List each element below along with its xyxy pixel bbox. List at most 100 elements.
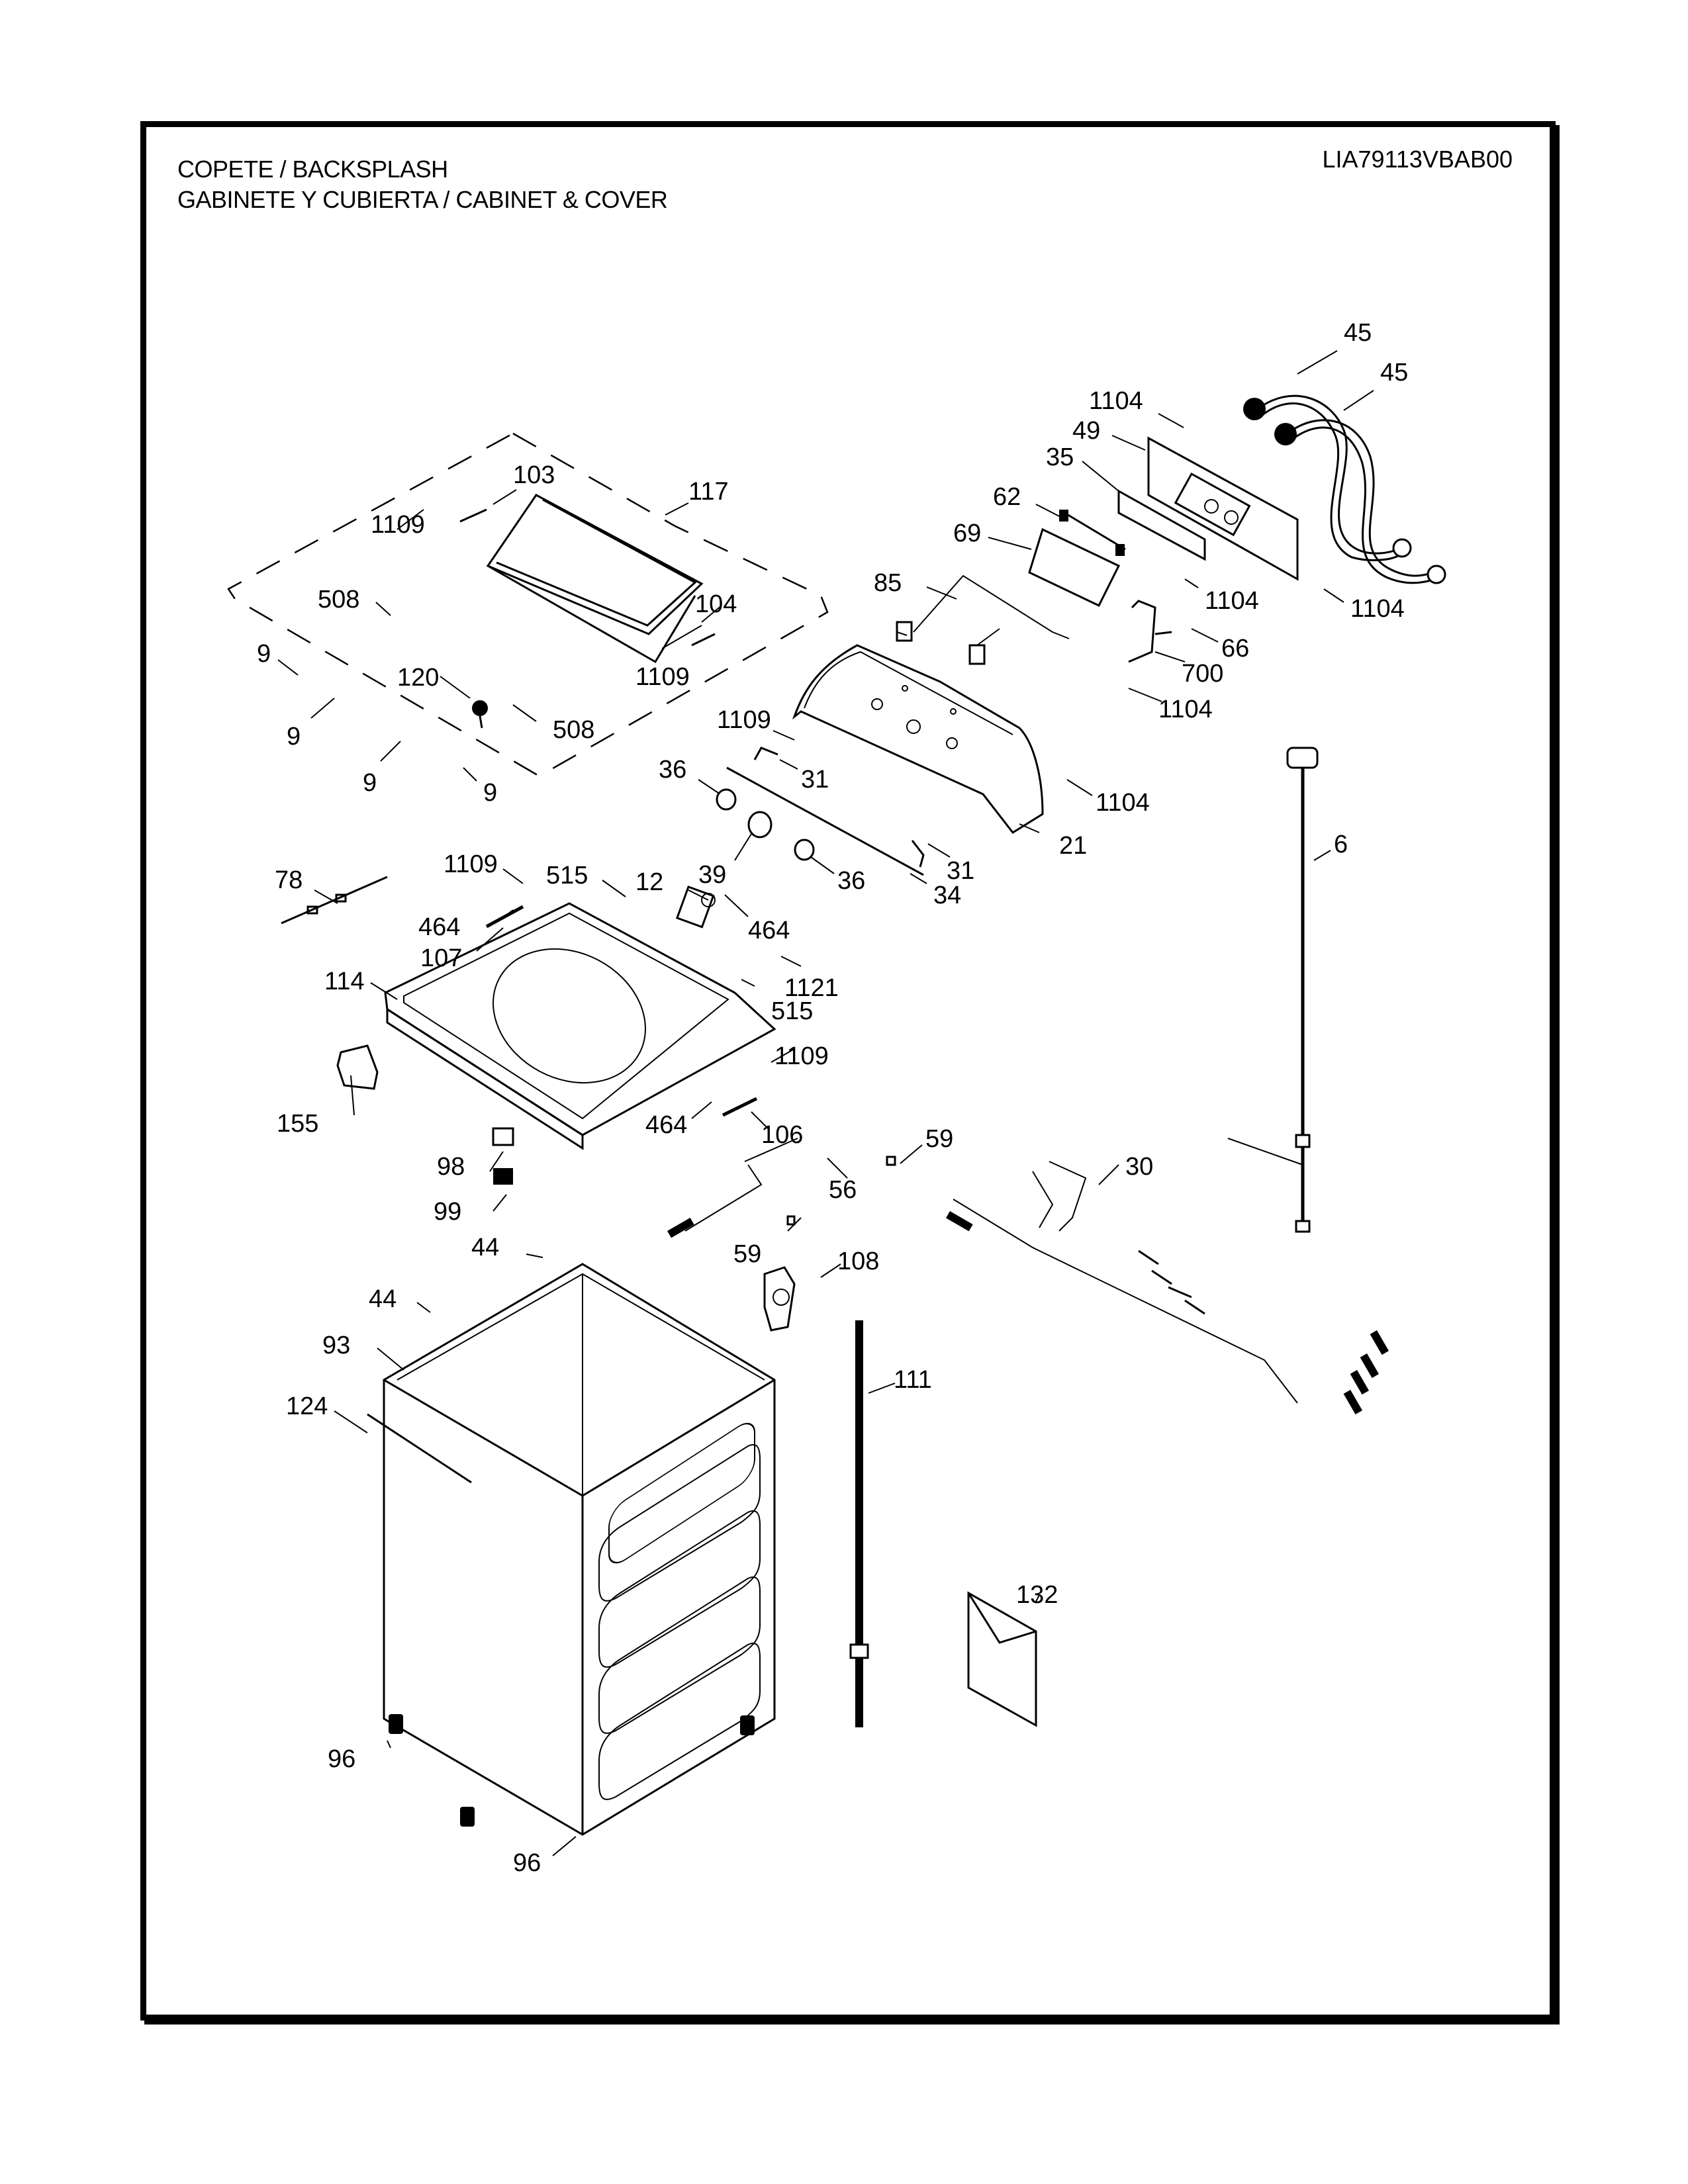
callout-1104-low: 1104 <box>1158 696 1213 723</box>
callout-1109-cover: 1109 <box>444 850 498 878</box>
callout-515-top: 515 <box>546 862 588 889</box>
callout-39: 39 <box>698 861 726 889</box>
knob-36b[interactable] <box>794 839 815 861</box>
callout-78: 78 <box>275 866 303 894</box>
callout-114: 114 <box>324 968 365 995</box>
harness-78[interactable] <box>281 876 388 925</box>
callout-155: 155 <box>277 1110 318 1138</box>
callout-9-c: 9 <box>363 769 377 797</box>
leveling-leg-96c[interactable] <box>460 1807 475 1827</box>
drawing-border <box>140 121 1556 2021</box>
model-number: LIA79113VBAB00 <box>1322 146 1513 173</box>
callout-49: 49 <box>1072 417 1100 445</box>
control-board-69[interactable] <box>1028 527 1121 607</box>
dispenser-155[interactable] <box>336 1044 379 1090</box>
callout-labels: 45 45 1104 49 35 62 6 9 85 1104 1104 66 7… <box>257 319 1408 1877</box>
callout-108: 108 <box>837 1248 879 1275</box>
callout-96-left: 96 <box>328 1745 355 1773</box>
callout-56: 56 <box>829 1176 857 1204</box>
wire-harness-85[interactable] <box>896 574 1070 665</box>
console-backsplash-21[interactable] <box>792 644 1044 834</box>
callout-1104-mid: 1104 <box>1205 587 1259 615</box>
knob-36a[interactable] <box>716 788 737 811</box>
callout-62: 62 <box>993 483 1021 511</box>
callout-508-left: 508 <box>318 586 359 614</box>
callout-93: 93 <box>322 1332 350 1359</box>
light-pipe-31a[interactable] <box>753 747 778 760</box>
callout-1109-console: 1109 <box>717 706 771 734</box>
lid-lock-120[interactable] <box>472 700 488 729</box>
leveling-leg-96a[interactable] <box>389 1714 403 1734</box>
section-title-backsplash: COPETE / BACKSPLASH <box>177 156 448 183</box>
leveling-leg-96b[interactable] <box>740 1715 755 1735</box>
callout-45a: 45 <box>1344 319 1372 347</box>
callout-34: 34 <box>933 882 961 909</box>
callout-35: 35 <box>1046 443 1074 471</box>
callout-9-a: 9 <box>257 640 271 668</box>
callout-515-bottom: 515 <box>771 997 813 1025</box>
switch-99[interactable] <box>493 1168 513 1185</box>
hinge-104[interactable] <box>691 633 716 647</box>
callout-1121: 1121 <box>784 974 839 1002</box>
callout-66: 66 <box>1221 635 1249 662</box>
callout-464-right: 464 <box>748 917 790 944</box>
callout-98: 98 <box>437 1153 465 1181</box>
inlet-hose-45b[interactable] <box>1274 419 1446 584</box>
main-wire-harness-30[interactable] <box>946 1161 1389 1415</box>
callout-59a: 59 <box>925 1125 953 1153</box>
section-title-cabinet-cover: GABINETE Y CUBIERTA / CABINET & COVER <box>177 186 668 213</box>
bracket-98[interactable] <box>492 1127 514 1146</box>
top-cover-114[interactable] <box>384 902 776 1150</box>
callout-31a: 31 <box>801 766 829 794</box>
callout-132: 132 <box>1016 1581 1058 1609</box>
callout-103: 103 <box>513 461 555 489</box>
callout-31b: 31 <box>947 857 974 885</box>
callout-464-left: 464 <box>418 913 460 941</box>
callout-106: 106 <box>761 1121 803 1149</box>
callout-117: 117 <box>688 478 729 506</box>
callout-1104-top: 1104 <box>1089 387 1143 415</box>
water-valve-12[interactable] <box>675 886 716 929</box>
callout-45b: 45 <box>1380 359 1408 387</box>
callout-1109-bottom: 1109 <box>774 1042 829 1070</box>
power-cord-6[interactable] <box>1227 747 1319 1233</box>
callout-36b: 36 <box>837 867 865 895</box>
trim-strip-34[interactable] <box>726 766 924 876</box>
light-pipe-31b[interactable] <box>911 840 925 868</box>
callout-111: 111 <box>894 1366 932 1394</box>
connector-59a[interactable] <box>886 1156 896 1166</box>
callout-59b: 59 <box>733 1240 761 1268</box>
harness-56[interactable] <box>667 1138 798 1238</box>
manual-132[interactable] <box>967 1591 1037 1727</box>
callout-120: 120 <box>397 664 439 692</box>
callout-85: 85 <box>874 569 902 597</box>
callout-21: 21 <box>1059 832 1087 860</box>
drain-hose-111[interactable] <box>849 1320 869 1727</box>
callout-700: 700 <box>1182 660 1223 688</box>
hinge-103[interactable] <box>459 508 487 523</box>
pump-cover-108[interactable] <box>763 1266 796 1332</box>
callout-104: 104 <box>695 590 737 618</box>
callout-6: 6 <box>1334 831 1348 858</box>
callout-508-right: 508 <box>553 716 594 744</box>
lid-assembly-117[interactable] <box>227 432 829 776</box>
knob-39[interactable] <box>747 811 773 839</box>
leader-lines <box>277 350 1374 1856</box>
panel-35[interactable] <box>1117 489 1206 561</box>
connector-59b[interactable] <box>786 1215 796 1226</box>
switch-62[interactable] <box>1059 510 1126 556</box>
callout-12: 12 <box>635 868 663 896</box>
callout-44-top: 44 <box>471 1234 499 1261</box>
callout-36a: 36 <box>659 756 686 784</box>
sensor-106[interactable] <box>722 1097 758 1117</box>
bracket-66[interactable] <box>1128 600 1172 663</box>
callout-9-b: 9 <box>287 723 301 751</box>
rear-panel-49[interactable] <box>1147 436 1299 581</box>
callout-99: 99 <box>434 1198 461 1226</box>
callout-107: 107 <box>420 944 462 972</box>
callout-1104-side: 1104 <box>1096 789 1150 817</box>
callout-464-bottom: 464 <box>645 1111 687 1139</box>
cabinet-93[interactable] <box>383 1263 776 1836</box>
rail-124[interactable] <box>367 1413 472 1484</box>
